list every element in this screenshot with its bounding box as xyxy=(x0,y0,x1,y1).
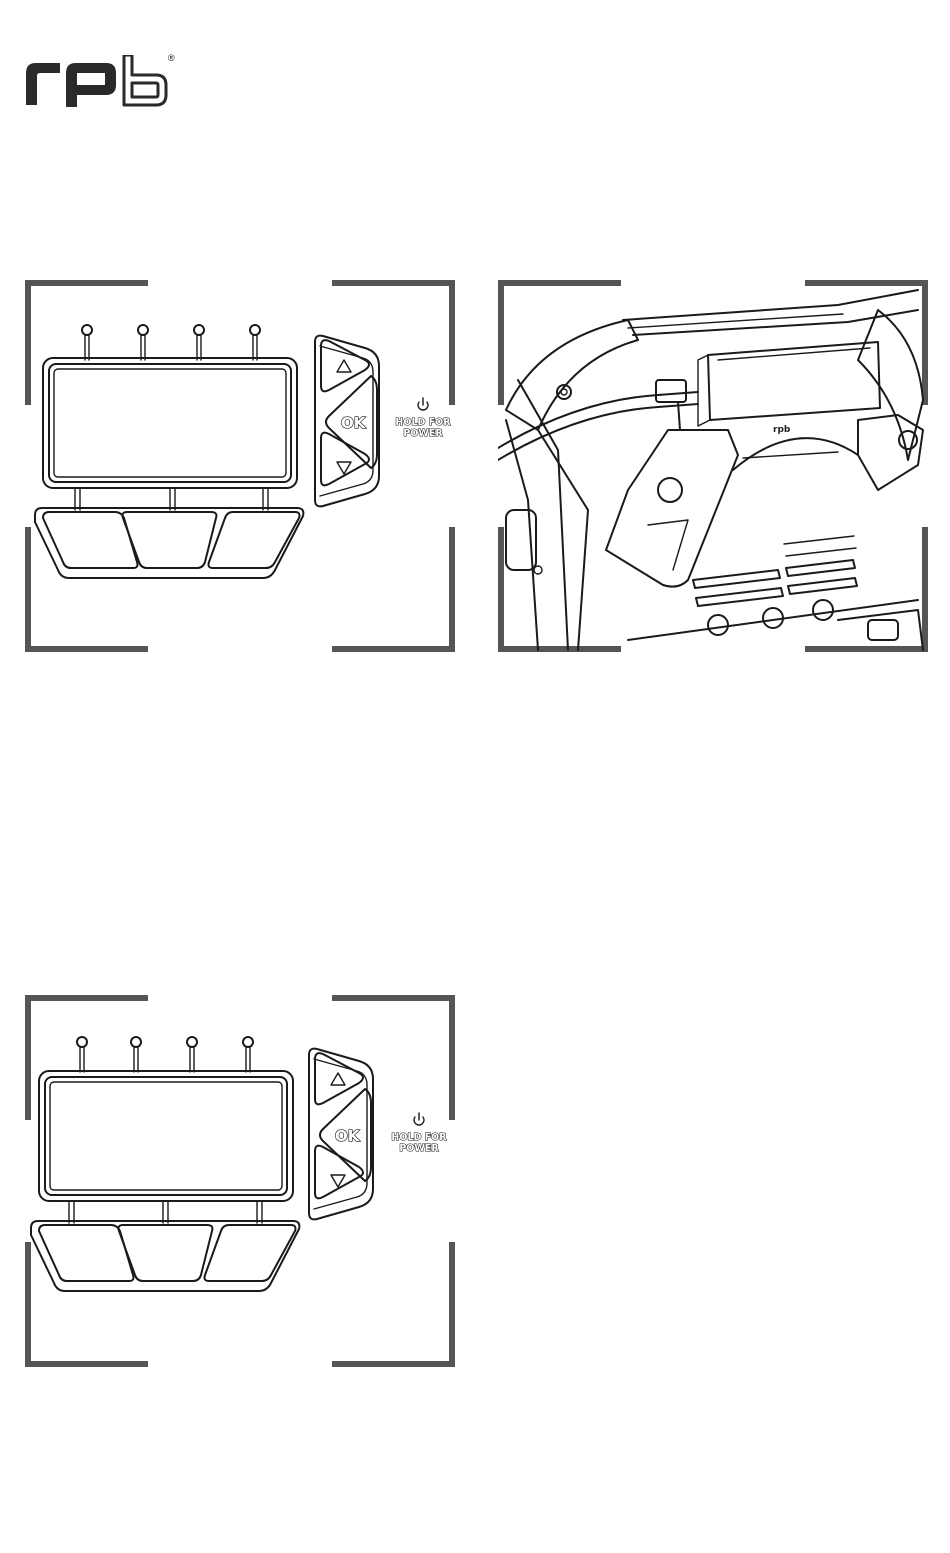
top-rail xyxy=(623,290,918,335)
helmet-shell xyxy=(506,310,923,650)
registered-mark: ® xyxy=(168,53,175,63)
ok-button[interactable]: OK xyxy=(326,376,377,468)
hold-for-power-label-line1: HOLD FOR xyxy=(391,1132,447,1143)
power-icon xyxy=(414,1113,424,1125)
vent-slots xyxy=(693,536,857,606)
led-indicators xyxy=(82,325,260,360)
soft-key-right[interactable] xyxy=(209,512,300,568)
power-icon xyxy=(418,398,428,410)
frame-brackets xyxy=(28,283,452,649)
lower-assembly xyxy=(628,600,923,650)
led-indicators xyxy=(77,1037,253,1072)
mount-arm-left xyxy=(606,430,738,587)
soft-key-right[interactable] xyxy=(205,1225,296,1281)
hold-for-power-label-line2: POWER xyxy=(403,428,443,439)
brand-logo: ® xyxy=(22,55,182,107)
ok-button[interactable]: OK xyxy=(320,1089,371,1181)
control-unit: rpb xyxy=(698,342,880,435)
up-arrow-icon xyxy=(331,1073,345,1085)
display-screen xyxy=(39,1071,293,1201)
ok-label: OK xyxy=(335,1127,361,1145)
display-screen xyxy=(43,358,297,488)
device-illustration: rpb xyxy=(498,280,928,652)
mount-arm-right xyxy=(858,415,923,490)
up-arrow-icon xyxy=(337,360,351,372)
device-logo: rpb xyxy=(773,425,791,435)
hold-for-power-label-line2: POWER xyxy=(399,1143,439,1154)
cable xyxy=(498,380,698,460)
control-panel-diagram-top: OK HOLD FOR POWER xyxy=(25,280,455,652)
hold-for-power-label-line1: HOLD FOR xyxy=(395,417,451,428)
ok-label: OK xyxy=(341,414,367,432)
control-panel-diagram-bottom: OK HOLD FOR POWER xyxy=(25,995,455,1367)
frame-brackets xyxy=(28,998,452,1364)
rpb-logo-graphic xyxy=(22,55,182,107)
